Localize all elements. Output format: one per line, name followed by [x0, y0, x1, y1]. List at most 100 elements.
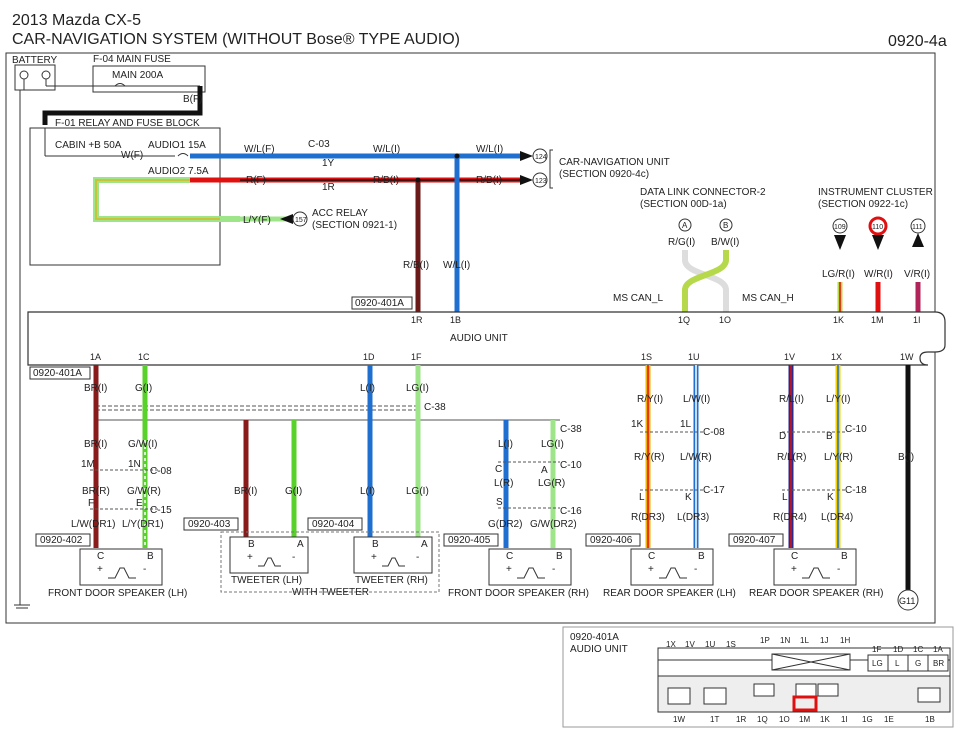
pin-1a-label: 1A [90, 352, 101, 362]
lgr-label: LG(R) [538, 478, 565, 489]
ground-g11-icon [897, 589, 919, 611]
spk-rl-plus: + [648, 564, 654, 575]
tw-rh-pin-b: B [372, 539, 379, 550]
c03-1y-label: 1Y [322, 158, 335, 169]
cv-top-1v: 1V [685, 640, 695, 649]
pin-1w-label: 1W [900, 352, 914, 362]
cv-bot-1g: 1G [862, 715, 873, 724]
c03-1r-label: 1R [322, 182, 335, 193]
battery-feed-wire [42, 86, 203, 125]
pin-c-c10: C [495, 464, 502, 475]
cabin-fuse-label: CABIN +B 50A [55, 140, 122, 151]
rf-label: R(F) [246, 175, 266, 186]
gi-label-1: G(I) [135, 383, 152, 394]
rlr-label: R/L(R) [777, 452, 806, 463]
connector-view-frame [562, 626, 954, 728]
pin-1r-label: 1R [411, 315, 423, 325]
ic-110-highlight [868, 216, 888, 236]
spk-fl-minus: - [143, 564, 146, 575]
diagram-title-line1: 2013 Mazda CX-5 [12, 12, 141, 29]
ref-124-icon [532, 148, 548, 164]
tweeter-lh-label: TWEETER (LH) [231, 575, 302, 586]
vri-label: V/R(I) [904, 269, 930, 280]
ref-123-label: 123 [535, 178, 547, 185]
cv-cell-lg: LG [872, 659, 883, 668]
pin-1k-label: 1K [833, 315, 844, 325]
c03-label: C-03 [308, 139, 330, 150]
pin-k-c17: K [685, 492, 692, 503]
front-door-lh-label: FRONT DOOR SPEAKER (LH) [48, 588, 187, 599]
pin-1u-label: 1U [688, 352, 700, 362]
cv-bot-1q: 1Q [757, 715, 768, 724]
gdr2-label: G(DR2) [488, 519, 522, 530]
c38-top-label: C-38 [424, 402, 446, 413]
code-401a-bottom [29, 366, 91, 380]
tw-lh-minus: - [292, 552, 295, 563]
spk-rr-minus: - [837, 564, 840, 575]
battery-label: BATTERY [12, 55, 58, 66]
lr-label: L(R) [494, 478, 513, 489]
ic-section-label: (SECTION 0922-1c) [818, 199, 908, 210]
lwdr1-label: L/W(DR1) [71, 519, 115, 530]
main-fuse-title: F-04 MAIN FUSE [93, 54, 171, 65]
pin-1n-c08: 1N [128, 459, 141, 470]
code-402-label: 0920-402 [40, 535, 83, 546]
nav-section-label: (SECTION 0920-4c) [559, 169, 649, 180]
cv-code-label: 0920-401A [570, 632, 619, 643]
spk-rr-pin-b: B [841, 551, 848, 562]
spk-fl-pin-c: C [97, 551, 104, 562]
front-door-rh-label: FRONT DOOR SPEAKER (RH) [448, 588, 589, 599]
cv-top-1p: 1P [760, 636, 770, 645]
c08-label-rear: C-08 [703, 427, 725, 438]
c10-label-rear: C-10 [845, 424, 867, 435]
lyr-label: L/Y(R) [824, 452, 853, 463]
with-tweeter-group [220, 531, 440, 593]
li-label-2: L(I) [360, 486, 375, 497]
pin-d-c10: D [779, 431, 786, 442]
pin-l-c18: L [782, 492, 788, 503]
audio-unit-label: AUDIO UNIT [450, 333, 508, 344]
ic-109-label: 109 [834, 224, 846, 231]
cv-bot-1w: 1W [673, 715, 685, 724]
cv-top-1h: 1H [840, 636, 850, 645]
pin-1c-label: 1C [138, 352, 150, 362]
spk-rl-minus: - [694, 564, 697, 575]
cv-top-1a: 1A [933, 645, 943, 654]
code-406-label: 0920-406 [590, 535, 633, 546]
li-label-1: L(I) [360, 383, 375, 394]
audio-unit-connector-view: 1X 1V 1U 1S 1P 1N 1L 1J 1H 1F 1D 1C 1A L… [657, 636, 951, 724]
tw-lh-pin-b: B [248, 539, 255, 550]
nav-unit-label: CAR-NAVIGATION UNIT [559, 157, 670, 168]
code-405-label: 0920-405 [448, 535, 491, 546]
pin-f-label: F [88, 498, 94, 509]
code-401a-bottom-label: 0920-401A [33, 368, 82, 379]
tw-rh-pin-a: A [421, 539, 428, 550]
ms-can-h-label: MS CAN_H [742, 293, 794, 304]
spk-fr-minus: - [552, 564, 555, 575]
dlc-section-label: (SECTION 00D-1a) [640, 199, 727, 210]
lgi-label-1: LG(I) [406, 383, 429, 394]
lgi-label-rh: LG(I) [541, 439, 564, 450]
tweeter-rh: B A + - TWEETER (RH) [353, 536, 433, 586]
pin-1b-label: 1B [450, 315, 461, 325]
spk-rr-plus: + [791, 564, 797, 575]
diagram-title-line2: CAR-NAVIGATION SYSTEM (WITHOUT Bose® TYP… [12, 31, 460, 48]
rbi-top-label: R/B(I) [373, 175, 399, 186]
ms-can-l-label: MS CAN_L [613, 293, 663, 304]
lwr-label: L/W(R) [680, 452, 712, 463]
bri-label-1: BR(I) [84, 383, 107, 394]
dlc-label: DATA LINK CONNECTOR-2 [640, 187, 766, 198]
tw-lh-pin-a: A [297, 539, 304, 550]
ryr-label: R/Y(R) [634, 452, 665, 463]
wli-nav-label: W/L(I) [476, 144, 503, 155]
gi-label-tw: G(I) [285, 486, 302, 497]
cv-bot-1k: 1K [820, 715, 830, 724]
spk-fr-pin-c: C [506, 551, 513, 562]
cv-pin-1m-highlight [792, 695, 818, 712]
cv-top-1j: 1J [820, 636, 828, 645]
lgi-label-2: LG(I) [406, 486, 429, 497]
bri-label-tw: BR(I) [234, 486, 257, 497]
rli-label: R/L(I) [779, 394, 804, 405]
speaker-rear-door-rh: 0920-407 C B + - REAR DOOR SPEAKER (RH) [728, 533, 883, 599]
